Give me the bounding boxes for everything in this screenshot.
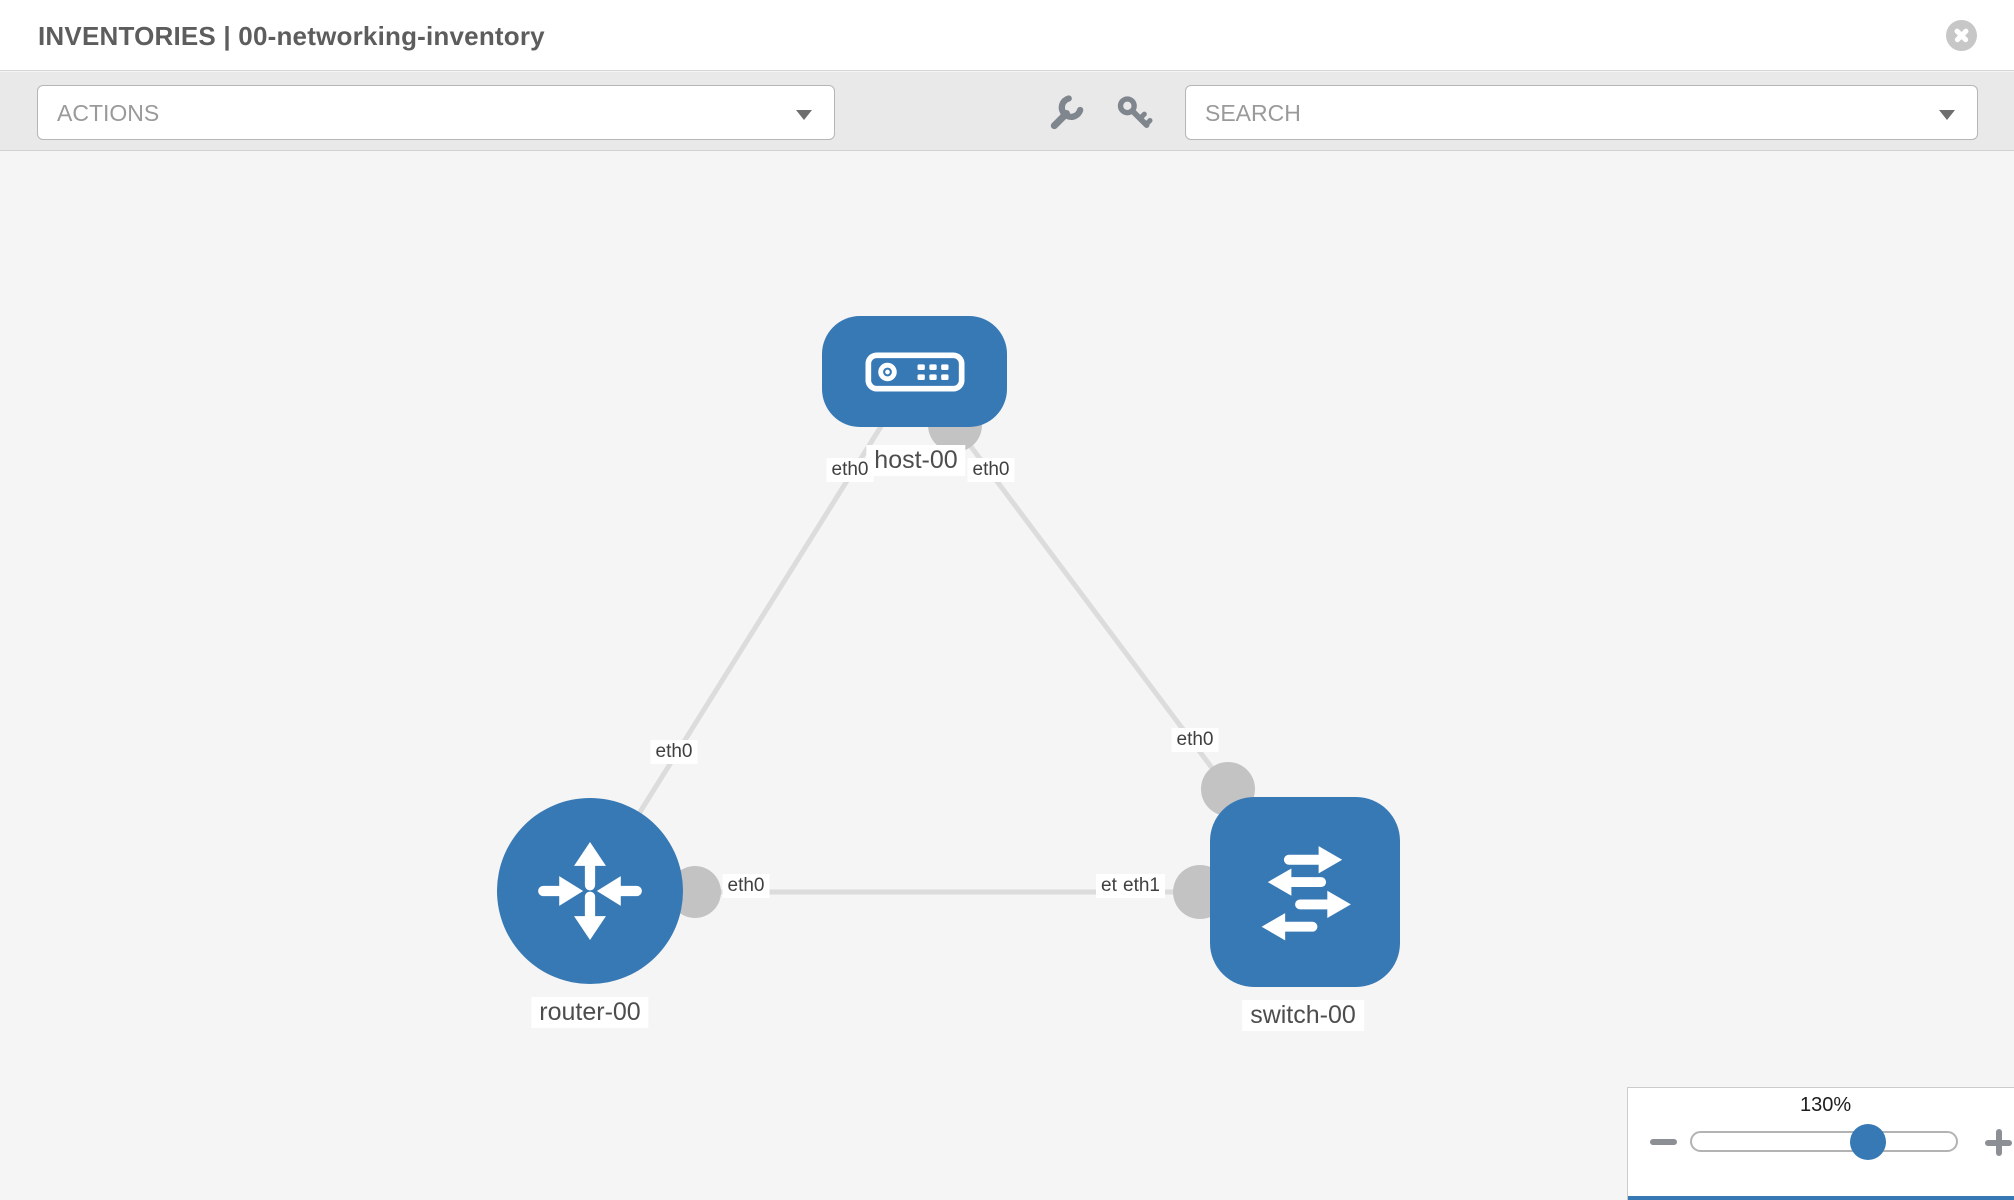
plus-icon[interactable] [1985, 1129, 2012, 1156]
wrench-icon [1050, 95, 1084, 130]
minus-icon[interactable] [1650, 1139, 1677, 1145]
chevron-down-icon [1939, 110, 1955, 120]
page-title: INVENTORIES | 00-networking-inventory [38, 21, 545, 51]
interface-label-switch-eth0: eth0 [1171, 728, 1219, 752]
key-button[interactable] [1114, 92, 1154, 132]
chevron-down-icon [796, 110, 812, 120]
node-label-host-00: host-00 [866, 445, 966, 476]
router-device-icon [538, 841, 642, 941]
interface-label-host-eth0-right: eth0 [967, 458, 1015, 482]
interface-label-router-eth0: eth0 [722, 874, 770, 898]
links-layer [587, 370, 1307, 919]
search-dropdown[interactable]: SEARCH [1185, 85, 1978, 140]
interface-label-router-link-eth0: eth0 [650, 740, 698, 764]
configure-wrench-button[interactable] [1046, 92, 1086, 132]
actions-dropdown[interactable]: ACTIONS [37, 85, 835, 140]
toolbar: ACTIONS SEARCH [0, 72, 2014, 151]
node-label-router-00: router-00 [531, 997, 649, 1028]
zoom-level-value: 130% [1800, 1094, 1852, 1116]
actions-dropdown-label: ACTIONS [57, 100, 160, 126]
header: INVENTORIES | 00-networking-inventory [0, 0, 2014, 71]
node-host-00[interactable] [822, 316, 1007, 427]
switch-device-icon [1261, 846, 1351, 941]
key-icon [1117, 96, 1153, 128]
node-label-switch-00: switch-00 [1242, 1000, 1364, 1031]
zoom-slider-track[interactable] [1690, 1131, 1958, 1152]
topology-canvas[interactable]: host-00 router-00 switch-00 eth0 eth0 et… [0, 152, 2014, 1200]
interface-label-host-eth0-left: eth0 [826, 458, 874, 482]
interface-label-switch-eth1: eth1 [1118, 874, 1165, 898]
search-dropdown-label: SEARCH [1205, 100, 1301, 126]
node-switch-00[interactable] [1210, 797, 1400, 987]
panel-footer-strip [1628, 1196, 2014, 1200]
node-router-00[interactable] [497, 798, 683, 984]
close-icon[interactable] [1946, 20, 1977, 51]
zoom-slider-handle[interactable] [1850, 1124, 1886, 1160]
host-device-icon [865, 352, 964, 391]
